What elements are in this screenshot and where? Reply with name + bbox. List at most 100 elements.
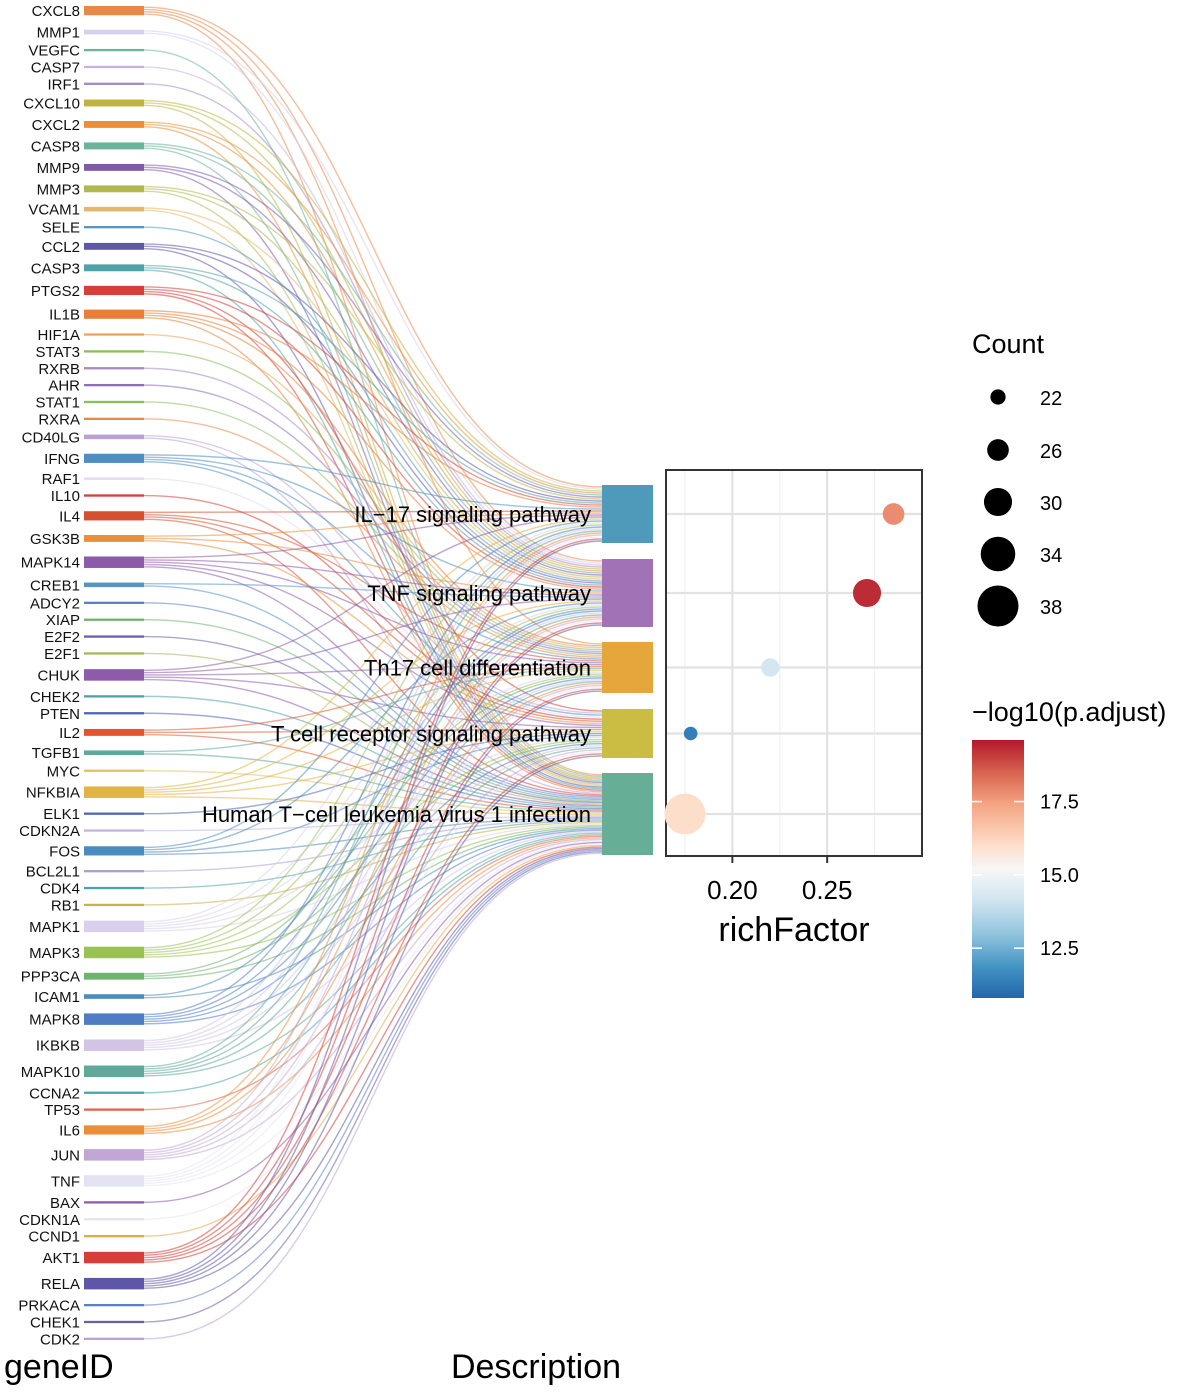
- flow-link: [143, 66, 603, 566]
- gene-bar: [84, 1149, 144, 1161]
- flow-link: [143, 561, 603, 664]
- gene-label: CASP3: [31, 260, 80, 277]
- flow-link: [143, 30, 603, 490]
- flow-link: [143, 734, 603, 811]
- flow-link: [143, 532, 603, 1128]
- pathway-bar: [602, 709, 653, 758]
- flow-link: [143, 736, 603, 930]
- flow-link: [143, 559, 603, 596]
- flow-link: [143, 310, 603, 508]
- flow-link: [143, 684, 603, 1156]
- flow-link: [143, 454, 603, 510]
- flow-link: [143, 826, 603, 980]
- count-legend-title: Count: [972, 329, 1045, 359]
- flow-link: [143, 316, 603, 793]
- gene-bar: [84, 434, 144, 440]
- gene-bar: [84, 121, 144, 128]
- color-legend: −log10(p.adjust) 17.515.012.5: [972, 697, 1166, 998]
- count-legend-label: 38: [1040, 597, 1062, 619]
- x-axis-title-description: Description: [451, 1348, 621, 1386]
- flow-link: [143, 566, 603, 798]
- flow-link: [143, 712, 603, 810]
- gene-label: CDKN2A: [19, 823, 80, 840]
- flow-link: [143, 675, 603, 975]
- gene-label: JUN: [51, 1147, 80, 1164]
- gene-bar: [84, 1234, 144, 1238]
- gene-label: CHEK1: [30, 1314, 80, 1331]
- gene-label: IL1B: [49, 307, 80, 324]
- gene-label: TNF: [51, 1173, 80, 1190]
- flow-link: [143, 820, 603, 889]
- gene-bar: [84, 1175, 144, 1187]
- gene-bar: [84, 618, 144, 621]
- flow-link: [143, 620, 603, 1180]
- count-legend-label: 34: [1040, 545, 1062, 567]
- gene-bar: [84, 635, 144, 638]
- flow-link: [143, 852, 603, 1340]
- flow-link: [143, 598, 603, 674]
- flow-link: [143, 384, 603, 655]
- flow-link: [143, 526, 603, 1016]
- gene-bar: [84, 946, 144, 959]
- flow-link: [143, 604, 603, 925]
- flow-link: [143, 600, 603, 791]
- gene-label: CDKN1A: [19, 1212, 80, 1229]
- flow-link: [143, 843, 603, 1220]
- gene-bar: [84, 1277, 144, 1290]
- flow-link: [143, 622, 603, 1256]
- flow-link: [143, 688, 603, 1259]
- flow-link: [143, 817, 603, 856]
- flow-link: [143, 477, 603, 718]
- gene-label: MMP1: [37, 25, 80, 42]
- gene-bar: [84, 48, 144, 52]
- gene-label: TGFB1: [32, 745, 80, 762]
- pathway-bar: [602, 773, 653, 855]
- gene-bar: [84, 652, 144, 655]
- flow-link: [143, 512, 603, 537]
- flow-link: [143, 840, 603, 1187]
- flow-link: [143, 682, 603, 1132]
- gene-label: ADCY2: [30, 595, 80, 612]
- flow-link: [143, 669, 603, 793]
- flow-link: [143, 314, 603, 647]
- color-legend-title: −log10(p.adjust): [972, 697, 1166, 727]
- gene-label: CASP8: [31, 138, 80, 155]
- flow-link: [143, 540, 603, 1280]
- flow-link: [143, 734, 603, 853]
- gene-label: AHR: [48, 378, 80, 395]
- gene-label: PTEN: [40, 706, 80, 723]
- color-legend-ticks: 17.515.012.5: [972, 792, 1079, 960]
- gene-label: STAT1: [36, 394, 80, 411]
- gene-label: IL2: [59, 725, 80, 742]
- dotplot-point: [882, 503, 905, 525]
- flow-link: [143, 686, 603, 1182]
- gene-label: CXCL10: [23, 95, 80, 112]
- gene-bar: [84, 1251, 144, 1264]
- gene-label: RXRA: [38, 411, 80, 428]
- gene-bar: [84, 750, 144, 756]
- gene-bar: [84, 920, 144, 933]
- gene-label: RAF1: [42, 471, 80, 488]
- gene-bar: [84, 367, 144, 370]
- gene-label: CXCL8: [32, 3, 80, 20]
- dotplot-point: [761, 658, 780, 677]
- count-legend-label: 22: [1040, 388, 1062, 410]
- gene-label: VEGFC: [28, 43, 80, 60]
- dotplot-point: [683, 726, 698, 741]
- flow-link: [143, 121, 603, 494]
- gene-bar: [84, 285, 144, 296]
- flow-link: [143, 516, 603, 672]
- gene-label: MAPK1: [29, 919, 80, 936]
- gene-bar: [84, 264, 144, 272]
- gene-label: MMP9: [37, 160, 80, 177]
- gene-label: RELA: [41, 1276, 80, 1293]
- flow-link: [143, 418, 603, 658]
- flow-link: [143, 537, 603, 594]
- gene-label: MAPK8: [29, 1012, 80, 1029]
- gene-label: CHUK: [37, 667, 80, 684]
- flow-link: [143, 818, 603, 872]
- gene-bars: [84, 6, 144, 1340]
- gene-bar: [84, 185, 144, 193]
- flow-link: [143, 563, 603, 727]
